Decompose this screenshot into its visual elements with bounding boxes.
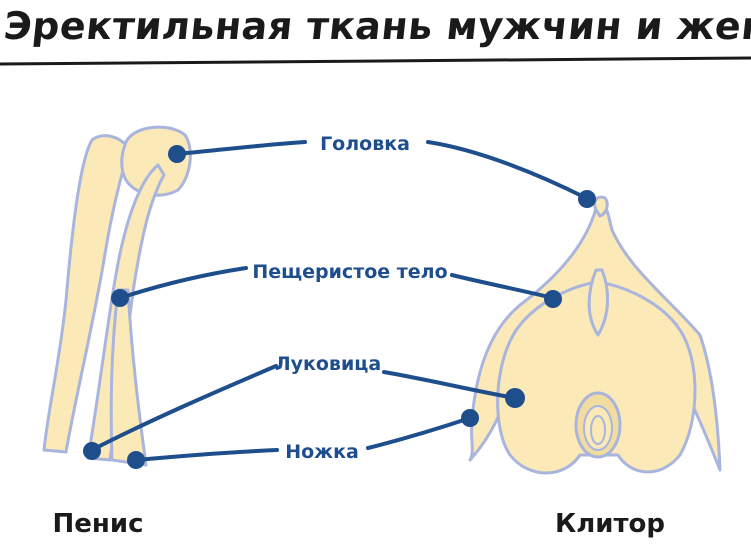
leader-cavernous-clitoris <box>450 273 555 300</box>
dot-cavernous-penis <box>111 289 129 307</box>
penis-crus <box>109 288 148 467</box>
label-cavernous: Пещеристое тело <box>252 261 447 283</box>
clitoris-glans <box>593 195 609 218</box>
caption-penis: Пенис <box>53 509 144 539</box>
dot-glans-penis <box>168 145 186 163</box>
dot-crus-penis <box>127 451 145 469</box>
leader-glans-penis <box>175 140 307 156</box>
leader-lines <box>90 140 588 462</box>
penis-glans <box>120 125 192 197</box>
clitoris-illustration <box>468 195 722 475</box>
leader-bulb-penis <box>90 364 278 452</box>
dot-cavernous-clitoris <box>544 290 562 308</box>
leader-crus-clitoris <box>366 416 472 450</box>
title-underline <box>0 56 751 66</box>
label-crus: Ножка <box>285 441 359 463</box>
leader-bulb-clitoris <box>382 370 517 400</box>
clitoris-body <box>587 268 610 337</box>
label-glans: Головка <box>320 133 410 155</box>
leader-crus-penis <box>134 448 279 462</box>
dot-crus-clitoris <box>461 409 479 427</box>
dot-glans-clitoris <box>578 190 596 208</box>
leader-cavernous-penis <box>118 266 248 300</box>
caption-clitoris: Клитор <box>555 509 665 539</box>
leader-glans-clitoris <box>426 140 588 200</box>
dot-bulb-penis <box>83 442 101 460</box>
label-bulb: Луковица <box>275 353 381 375</box>
penis-illustration <box>42 125 192 467</box>
leader-dots <box>83 145 596 469</box>
dot-bulb-clitoris <box>505 388 525 408</box>
